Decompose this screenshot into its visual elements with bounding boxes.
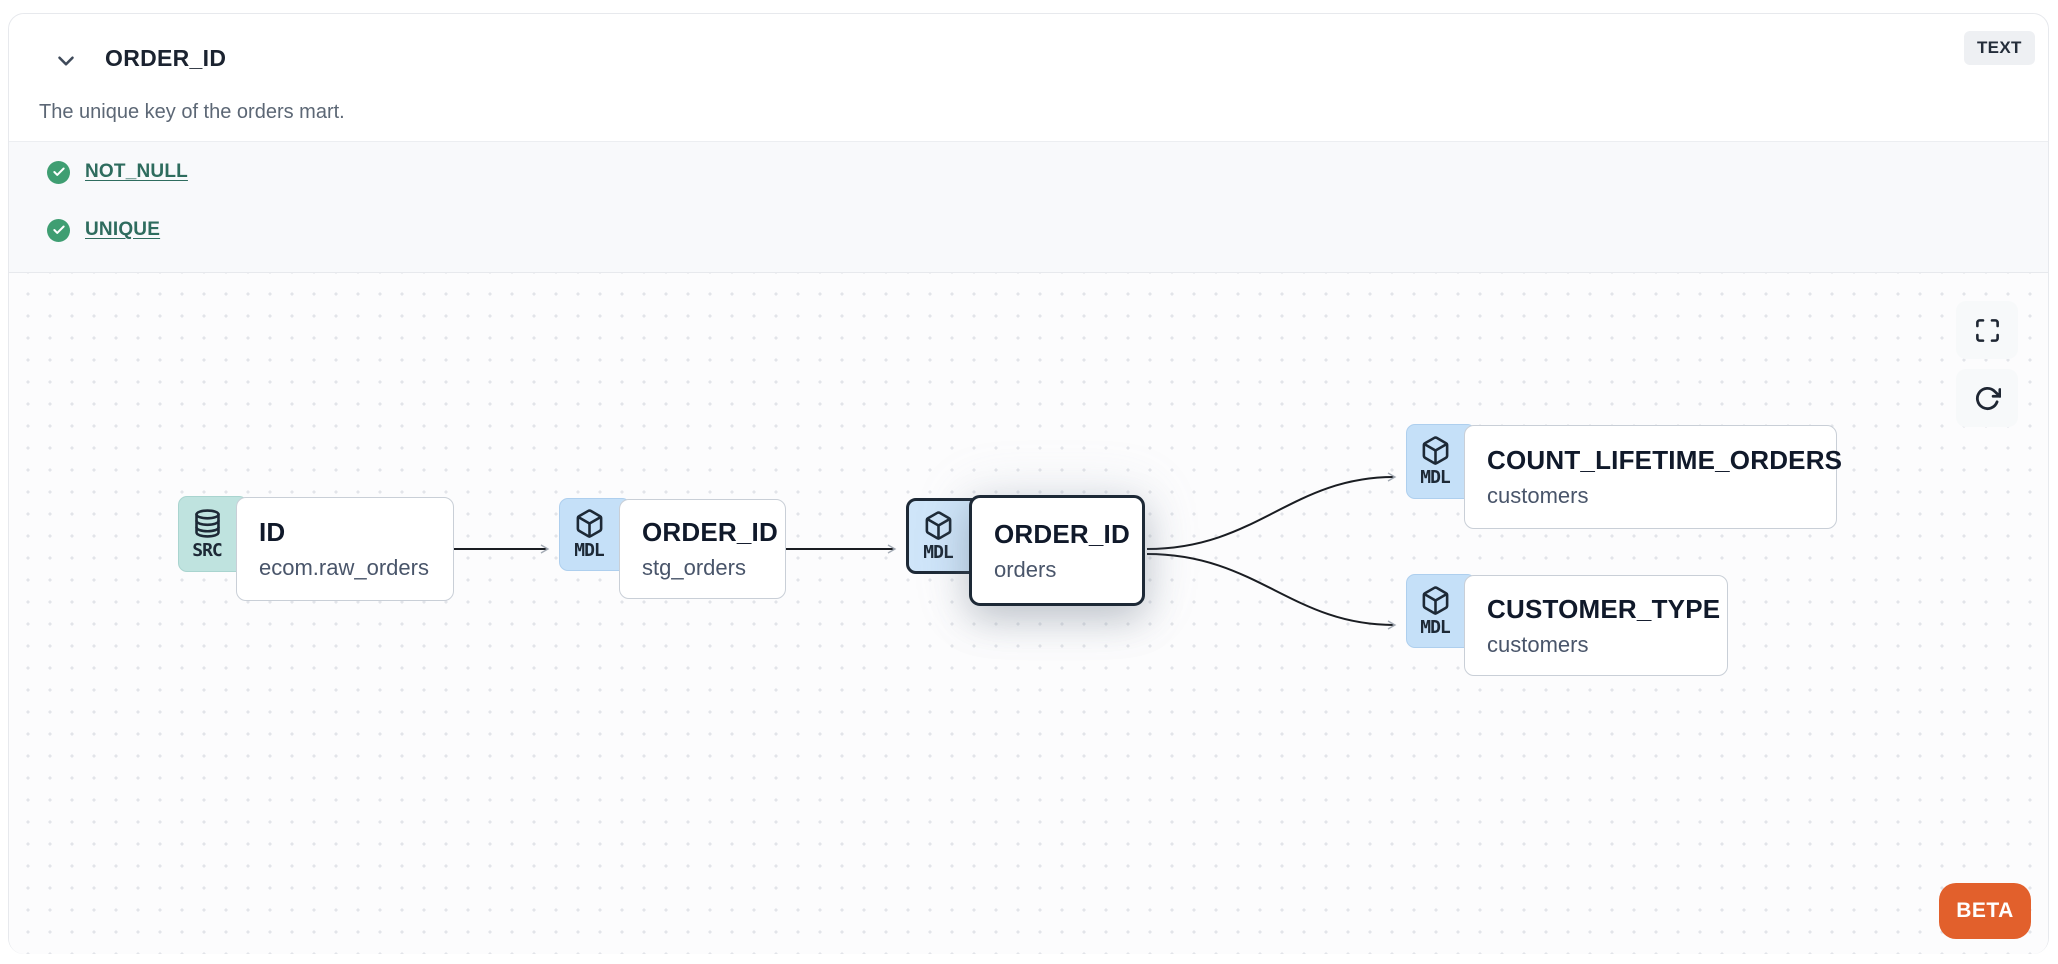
- node-card: CUSTOMER_TYPE customers: [1464, 575, 1728, 676]
- cube-icon: [576, 509, 602, 538]
- test-link-unique[interactable]: UNIQUE: [85, 219, 161, 240]
- fullscreen-icon: [1975, 318, 1999, 342]
- cube-icon: [925, 510, 951, 540]
- test-row: UNIQUE: [47, 216, 2048, 244]
- refresh-button[interactable]: [1956, 369, 2018, 427]
- edge-orders-to-count: [1146, 472, 1397, 550]
- refresh-icon: [1975, 386, 2001, 410]
- check-circle-icon: [47, 160, 70, 184]
- node-subtitle: stg_orders: [642, 555, 746, 580]
- edge-orders-to-customer-type: [1146, 553, 1397, 630]
- panel-header: ORDER_ID The unique key of the orders ma…: [9, 14, 2048, 141]
- node-card: ORDER_ID stg_orders: [619, 499, 786, 599]
- node-title: ORDER_ID: [642, 517, 778, 547]
- node-card: ID ecom.raw_orders: [236, 497, 454, 601]
- column-type-badge: TEXT: [1964, 31, 2035, 65]
- column-detail-panel: ORDER_ID The unique key of the orders ma…: [8, 13, 2049, 954]
- column-title: ORDER_ID: [105, 45, 227, 71]
- node-subtitle: customers: [1487, 631, 1589, 657]
- chevron-down-icon[interactable]: [53, 48, 79, 74]
- lineage-edges: [454, 472, 1397, 630]
- tests-section: NOT_NULL UNIQUE: [9, 141, 2048, 273]
- beta-badge: BETA: [1939, 883, 2031, 939]
- database-icon: [194, 508, 220, 538]
- node-subtitle: customers: [1487, 483, 1589, 508]
- cube-icon: [1422, 585, 1448, 615]
- lineage-canvas[interactable]: SRC ID ecom.raw_orders MDL ORDER_ID stg_…: [9, 273, 2048, 954]
- test-link-not-null[interactable]: NOT_NULL: [85, 161, 188, 182]
- test-row: NOT_NULL: [47, 158, 2048, 186]
- node-title: ORDER_ID: [994, 518, 1130, 549]
- node-title: COUNT_LIFETIME_ORDERS: [1487, 445, 1843, 475]
- node-subtitle: ecom.raw_orders: [259, 555, 429, 580]
- node-card: COUNT_LIFETIME_ORDERS customers: [1464, 425, 1843, 529]
- fullscreen-button[interactable]: [1956, 301, 2018, 359]
- node-subtitle: orders: [994, 556, 1057, 582]
- check-circle-icon: [47, 218, 70, 242]
- cube-icon: [1422, 436, 1448, 465]
- column-description: The unique key of the orders mart.: [39, 101, 345, 123]
- node-title: CUSTOMER_TYPE: [1487, 593, 1721, 624]
- node-title: ID: [259, 517, 286, 547]
- node-card: ORDER_ID orders: [969, 495, 1145, 606]
